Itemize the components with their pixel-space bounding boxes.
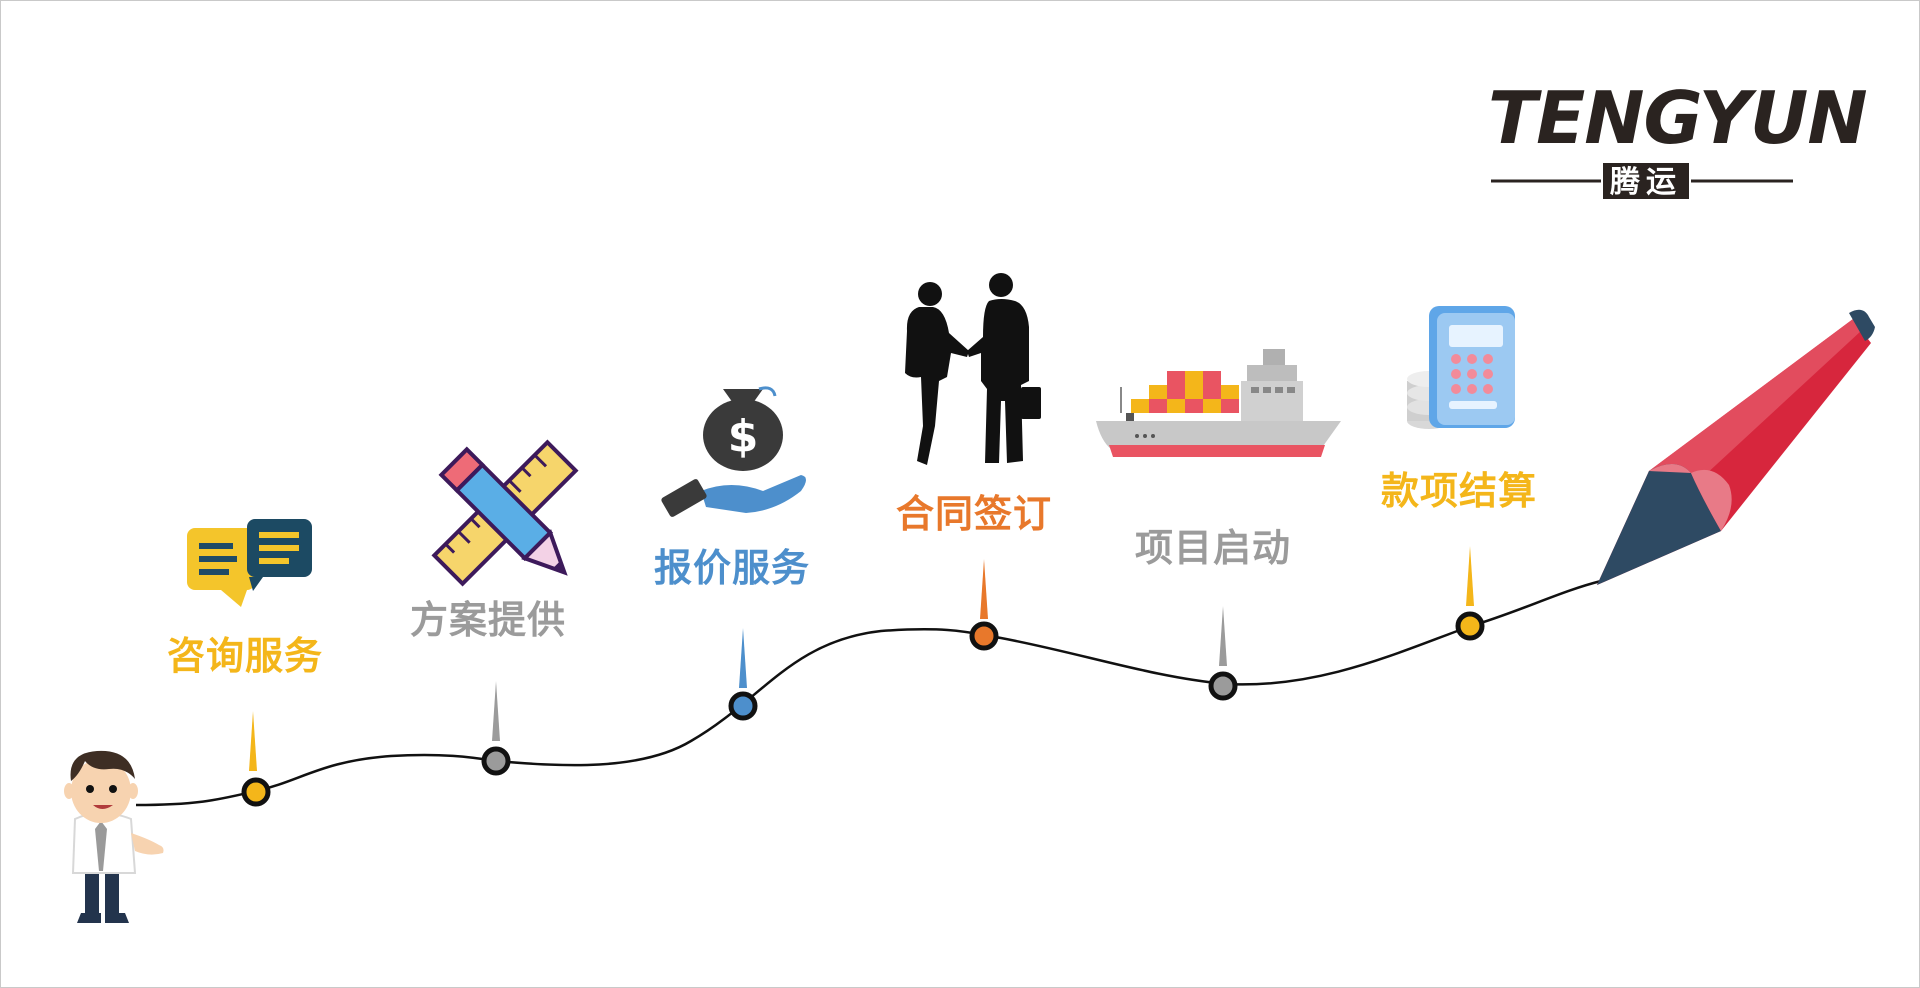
step-1-pin	[249, 711, 257, 771]
step-2-node	[481, 746, 511, 776]
step-4-pin	[980, 559, 988, 619]
step-2-marker	[481, 681, 511, 776]
brand-chinese: 腾运	[1610, 165, 1682, 200]
svg-text:$: $	[728, 411, 759, 462]
timeline-curve	[135, 579, 1602, 807]
step-3-pin	[739, 628, 747, 688]
step-2-pin	[492, 681, 500, 741]
step-6-label: 款项结算	[1381, 469, 1537, 513]
calculator-coins-icon	[1407, 306, 1515, 429]
step-5-label: 项目启动	[1135, 526, 1291, 570]
handshake-icon	[905, 273, 1041, 465]
step-4-label: 合同签订	[896, 492, 1052, 536]
step-5-node	[1208, 671, 1238, 701]
step-4-node	[969, 621, 999, 651]
step-3-node	[728, 691, 758, 721]
businessman-icon	[64, 750, 164, 923]
step-2-label: 方案提供	[410, 598, 566, 642]
step-3-label: 报价服务	[654, 546, 810, 590]
step-3-marker	[728, 628, 758, 721]
step-6-pin	[1466, 546, 1474, 606]
chat-bubbles-icon	[187, 519, 312, 607]
ruler-pencil-icon	[431, 439, 579, 587]
step-6-node	[1455, 611, 1485, 641]
step-5-marker	[1208, 606, 1238, 701]
step-1-marker	[241, 711, 271, 807]
money-bag-hand-icon: $	[661, 386, 806, 517]
brand-name: TENGYUN	[1488, 76, 1867, 160]
step-5-pin	[1219, 606, 1227, 666]
pencil-icon	[1597, 309, 1875, 585]
step-4-marker	[969, 559, 999, 651]
brand-logo: TENGYUN 腾运	[1488, 76, 1868, 200]
step-6-marker	[1455, 546, 1485, 641]
step-1-label: 咨询服务	[167, 634, 323, 678]
cargo-ship-icon	[1096, 349, 1341, 457]
brand-cn-box	[1603, 163, 1689, 199]
step-1-node	[241, 777, 271, 807]
